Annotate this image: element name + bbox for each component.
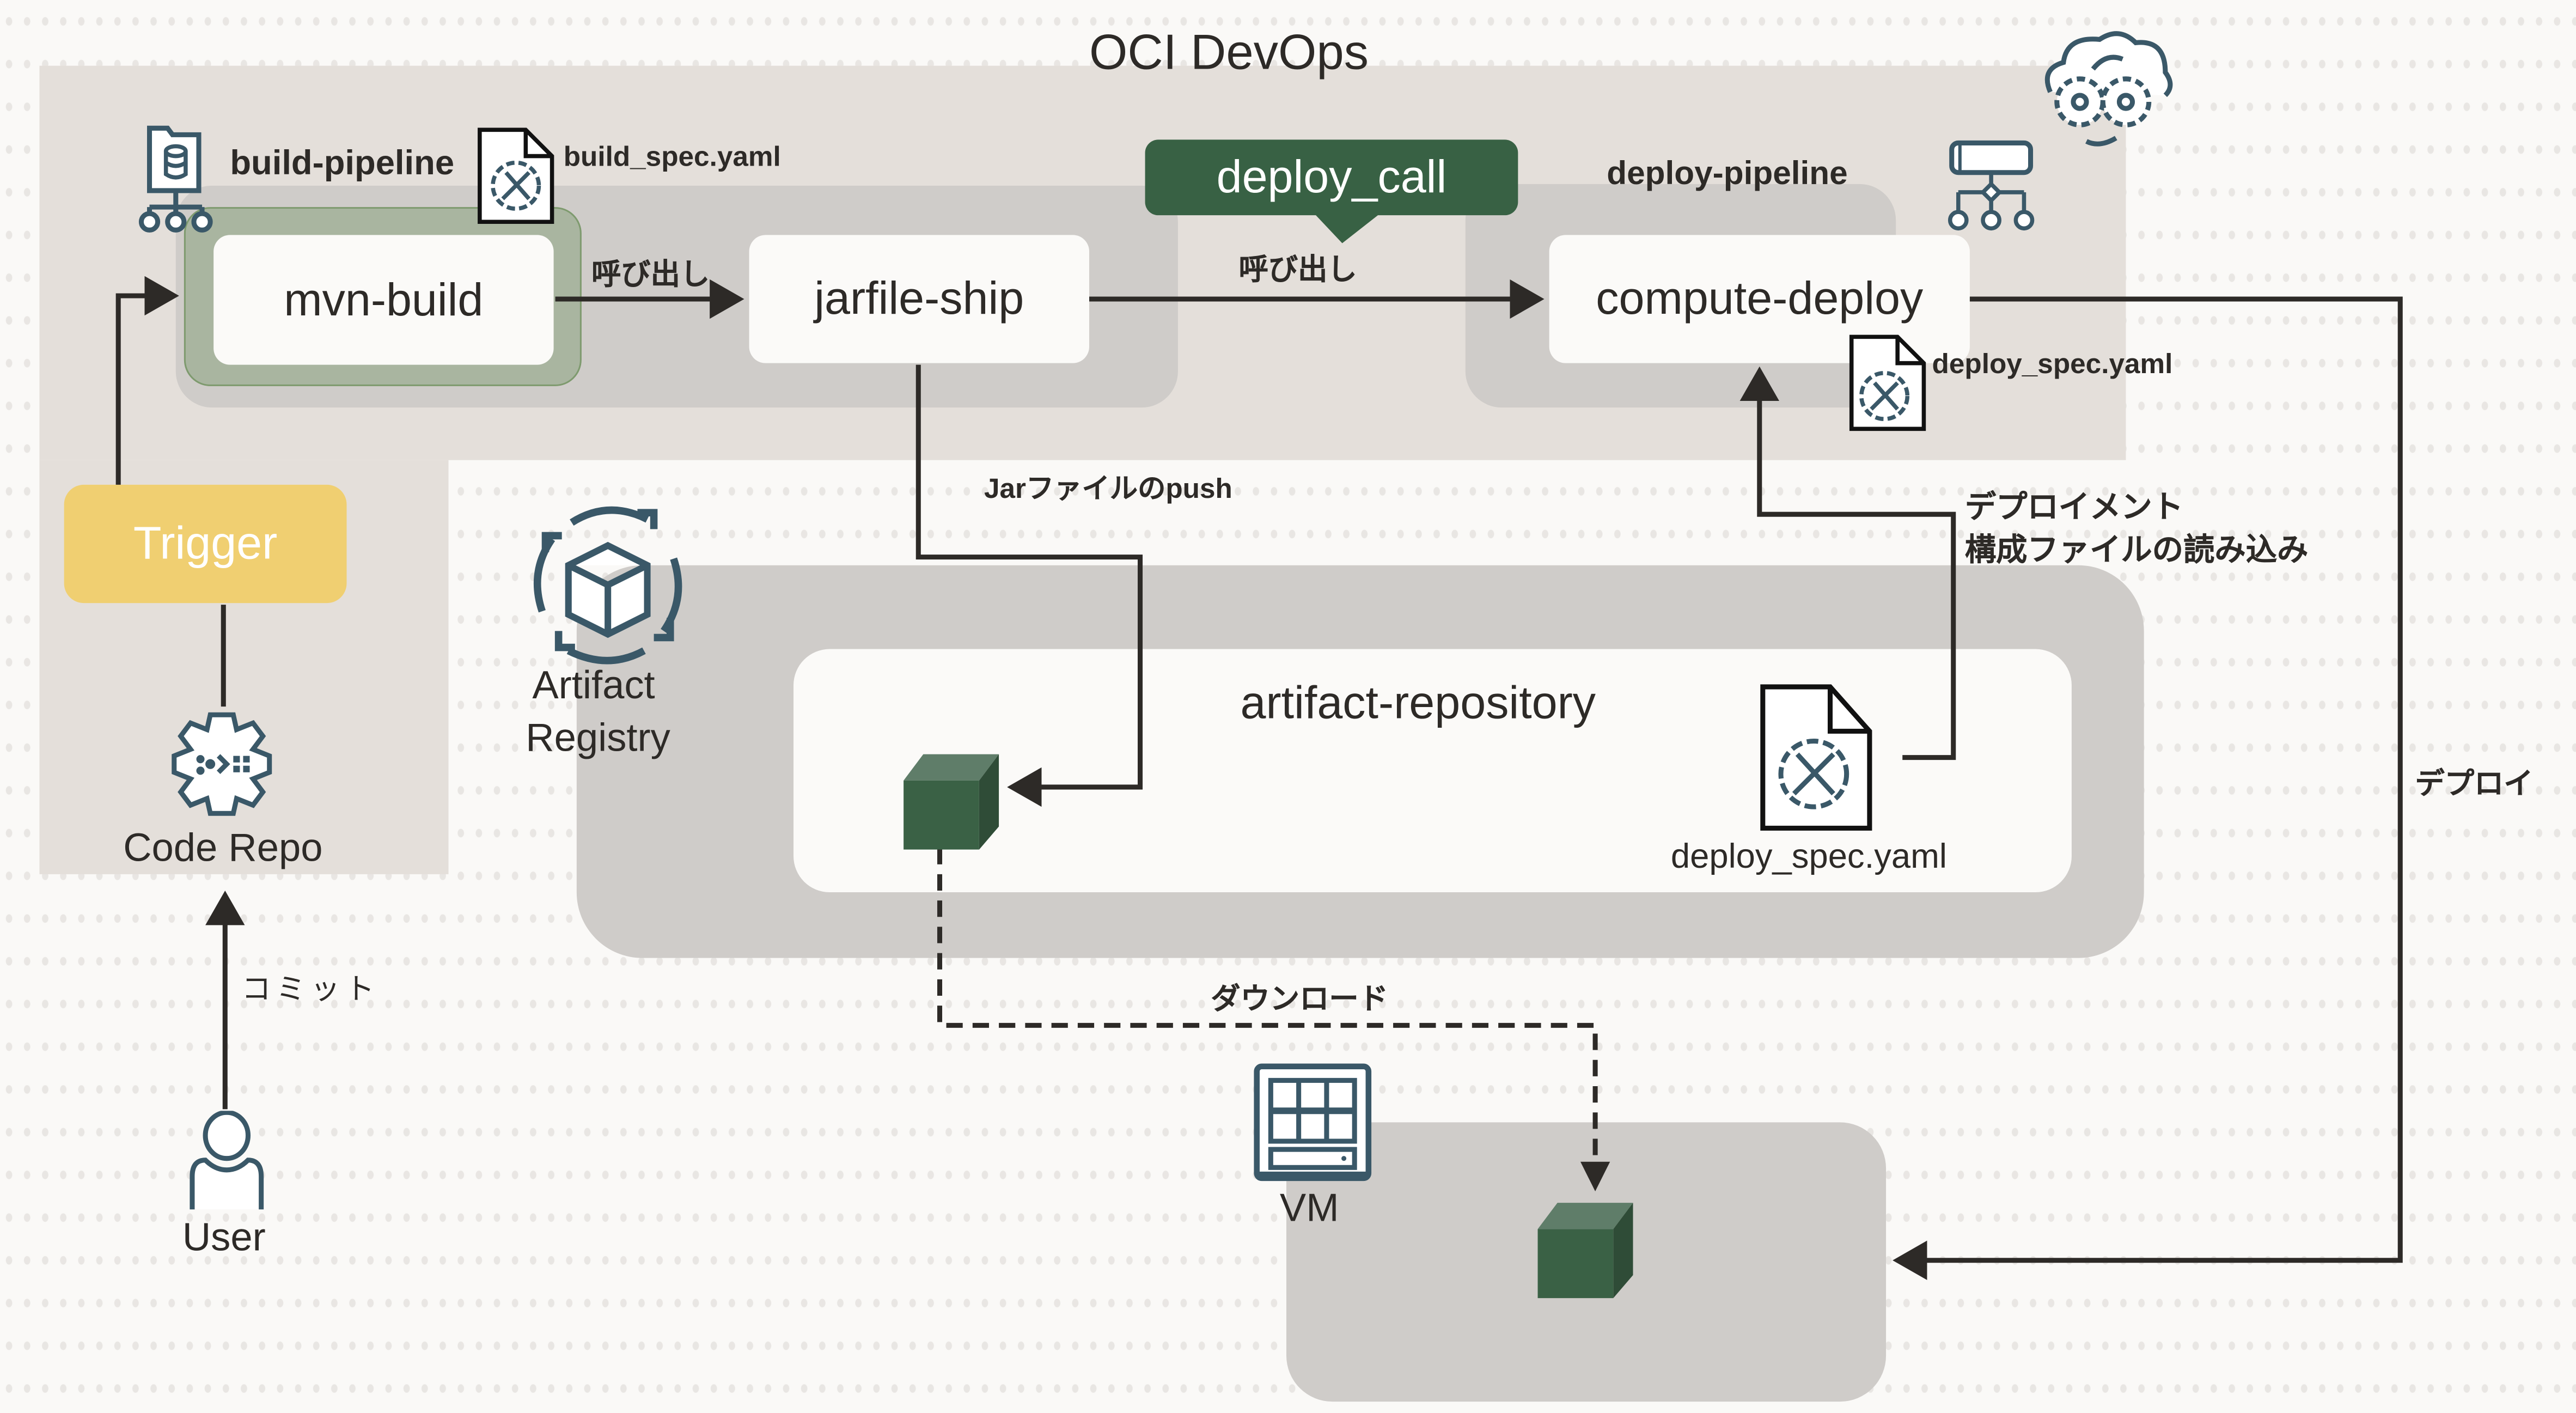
edge-label-download: ダウンロード — [1211, 982, 1389, 1016]
edge-label-read-config-1: デプロイメント — [1964, 491, 2184, 526]
build-spec-label: build_spec.yaml — [563, 141, 781, 173]
deploy-spec-file-icon-repo — [1760, 684, 1872, 831]
devops-cloud-gears-icon — [2044, 31, 2173, 147]
vm-label: VM — [1279, 1186, 1339, 1231]
deploy-spec-file-icon-top — [1849, 334, 1926, 431]
deploy-spec-label-top: deploy_spec.yaml — [1932, 348, 2173, 380]
code-repo-icon — [172, 712, 272, 816]
deploy-pipeline-icon — [1948, 140, 2035, 231]
deploy-spec-label-repo: deploy_spec.yaml — [1670, 838, 1947, 876]
edge-label-call-2: 呼び出し — [1238, 253, 1357, 286]
deploy-pipeline-label: deploy-pipeline — [1607, 156, 1848, 192]
user-icon — [190, 1111, 264, 1210]
user-label: User — [182, 1216, 266, 1260]
mvn-build-label: mvn-build — [284, 273, 484, 325]
build-pipeline-label: build-pipeline — [230, 144, 455, 182]
jar-artifact-cube-repo — [904, 754, 999, 850]
build-pipeline-icon — [138, 125, 213, 233]
edge-label-commit: コミット — [241, 972, 380, 1006]
mvn-build-node[interactable]: mvn-build — [213, 235, 554, 365]
jarfile-ship-label: jarfile-ship — [814, 272, 1024, 324]
vm-icon — [1254, 1063, 1372, 1181]
deploy-call-label: deploy_call — [1216, 151, 1447, 203]
trigger-box[interactable]: Trigger — [64, 484, 347, 604]
oci-devops-title: OCI DevOps — [1089, 26, 1369, 81]
build-spec-file-icon — [478, 127, 554, 224]
edge-label-jar-push: Jarファイルのpush — [984, 473, 1232, 505]
artifact-registry-label-2: Registry — [526, 716, 670, 761]
edge-label-deploy: デプロイ — [2415, 767, 2534, 801]
compute-deploy-label: compute-deploy — [1596, 272, 1924, 324]
edge-label-read-config-2: 構成ファイルの読み込み — [1964, 534, 2309, 569]
artifact-repository-label: artifact-repository — [1240, 677, 1596, 728]
artifact-registry-icon — [533, 506, 682, 665]
edge-label-call-1: 呼び出し — [591, 258, 710, 291]
jarfile-ship-node[interactable]: jarfile-ship — [749, 235, 1090, 363]
artifact-registry-label-1: Artifact — [532, 663, 655, 709]
jar-artifact-cube-vm — [1537, 1203, 1633, 1299]
deploy-call-callout: deploy_call — [1145, 139, 1518, 216]
trigger-label: Trigger — [133, 517, 278, 569]
code-repo-label: Code Repo — [123, 826, 323, 871]
